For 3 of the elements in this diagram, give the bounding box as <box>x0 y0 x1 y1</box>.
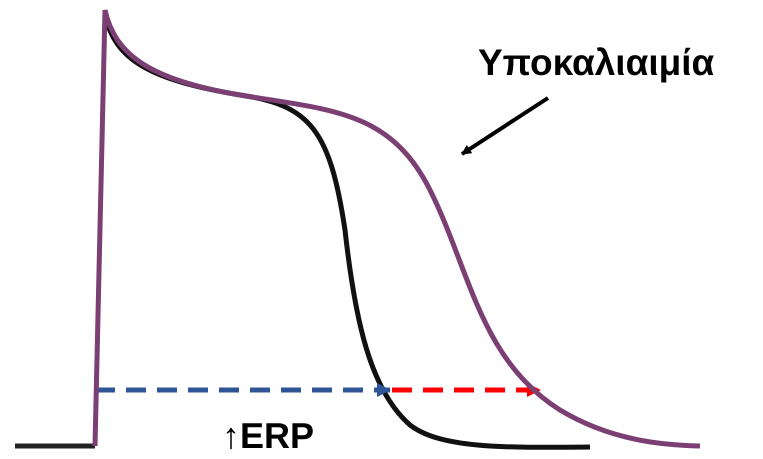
erp-label: ↑ERP <box>222 418 314 454</box>
arrow <box>460 96 550 156</box>
condition-label: Υποκαλιαιμία <box>478 44 714 81</box>
